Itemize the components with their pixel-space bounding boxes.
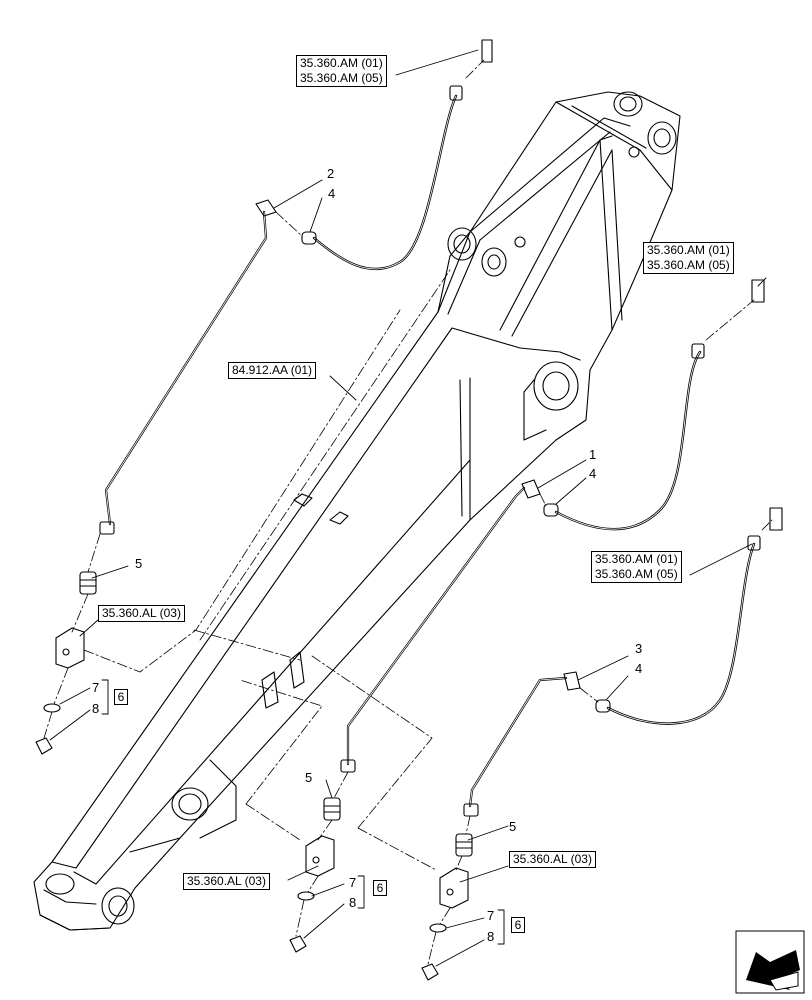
kit-box-6[interactable]: 6 xyxy=(114,689,128,705)
ref-al-left[interactable]: 35.360.AL (03) xyxy=(98,605,185,622)
ref-al-center[interactable]: 35.360.AL (03) xyxy=(183,873,270,890)
item-number-4: 4 xyxy=(328,186,336,201)
item-number-8: 8 xyxy=(487,929,495,944)
leader-lines xyxy=(49,49,767,967)
ref-top-am-01[interactable]: 35.360.AM (01) xyxy=(296,55,387,72)
item-number-5: 5 xyxy=(509,819,517,834)
item-number-8: 8 xyxy=(92,701,100,716)
hose-4-top xyxy=(301,39,493,271)
item-number-5: 5 xyxy=(135,556,143,571)
item-number-1: 1 xyxy=(589,447,597,462)
connection-lines xyxy=(43,59,773,965)
ref-boom[interactable]: 84.912.AA (01) xyxy=(228,362,317,379)
item-number-4: 4 xyxy=(635,661,643,676)
ref-low-am-01[interactable]: 35.360.AM (01) xyxy=(591,551,682,568)
item-number-7: 7 xyxy=(92,680,100,695)
ref-al-right[interactable]: 35.360.AL (03) xyxy=(509,851,596,868)
item-number-3: 3 xyxy=(635,641,643,656)
item-number-7: 7 xyxy=(487,908,495,923)
item-number-5: 5 xyxy=(305,770,313,785)
fittings xyxy=(35,571,473,981)
ref-top-am-05[interactable]: 35.360.AM (05) xyxy=(296,71,387,87)
item-number-2: 2 xyxy=(327,166,335,181)
item-number-7: 7 xyxy=(349,875,357,890)
pipe-2 xyxy=(99,199,277,535)
hose-4-lower xyxy=(595,507,783,725)
kit-box-6[interactable]: 6 xyxy=(373,880,387,896)
item-number-8: 8 xyxy=(349,895,357,910)
navigation-arrow-icon[interactable] xyxy=(735,930,805,994)
ref-mid-am-01[interactable]: 35.360.AM (01) xyxy=(643,242,734,259)
boom-body xyxy=(33,91,681,931)
pipe-3 xyxy=(463,671,581,817)
kit-box-6[interactable]: 6 xyxy=(511,917,525,933)
hose-4-middle xyxy=(543,279,765,531)
ref-mid-am-05[interactable]: 35.360.AM (05) xyxy=(643,258,734,274)
item-number-4: 4 xyxy=(589,466,597,481)
ref-low-am-05[interactable]: 35.360.AM (05) xyxy=(591,567,682,583)
